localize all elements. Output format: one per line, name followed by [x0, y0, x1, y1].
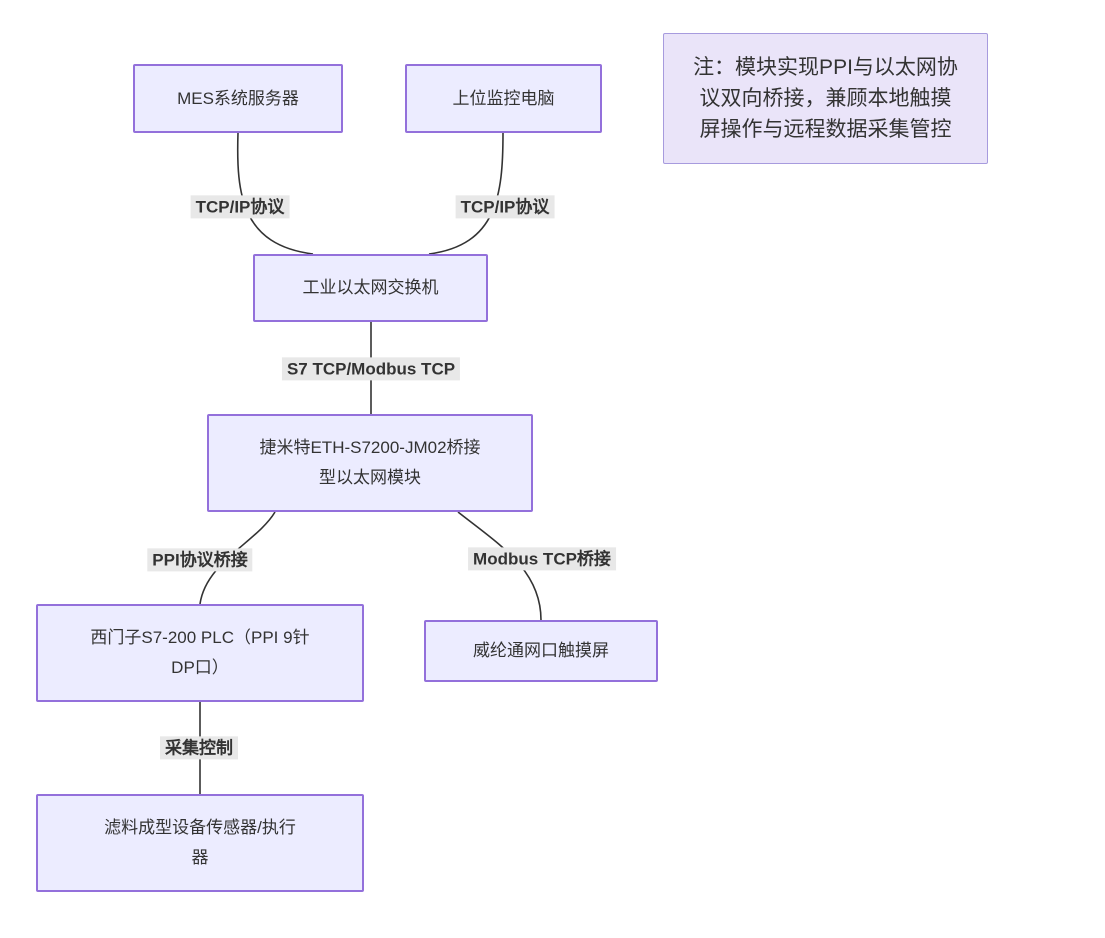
- node-mes-server: MES系统服务器: [133, 64, 343, 133]
- node-bridge-module: 捷米特ETH-S7200-JM02桥接 型以太网模块: [207, 414, 533, 512]
- node-ethernet-switch: 工业以太网交换机: [253, 254, 488, 322]
- edge-label-modbus-tcp-bridge: Modbus TCP桥接: [468, 547, 616, 571]
- edge-label-ppi-bridge: PPI协议桥接: [147, 548, 253, 572]
- edge-label-tcpip-1: TCP/IP协议: [190, 195, 290, 219]
- node-hmi-touchscreen: 威纶通网口触摸屏: [424, 620, 658, 682]
- node-forming-equipment: 滤料成型设备传感器/执行 器: [36, 794, 364, 892]
- edge-label-s7-tcp-modbus-tcp: S7 TCP/Modbus TCP: [281, 357, 461, 381]
- note-box: 注：模块实现PPI与以太网协 议双向桥接，兼顾本地触摸 屏操作与远程数据采集管控: [663, 33, 988, 164]
- node-s7-200-plc: 西门子S7-200 PLC（PPI 9针 DP口）: [36, 604, 364, 702]
- edge-label-collect-control: 采集控制: [160, 736, 238, 760]
- edge-mes-to-switch: [236, 132, 314, 255]
- node-host-pc: 上位监控电脑: [405, 64, 602, 133]
- edge-pc-to-switch: [428, 132, 504, 255]
- edge-label-tcpip-2: TCP/IP协议: [455, 195, 555, 219]
